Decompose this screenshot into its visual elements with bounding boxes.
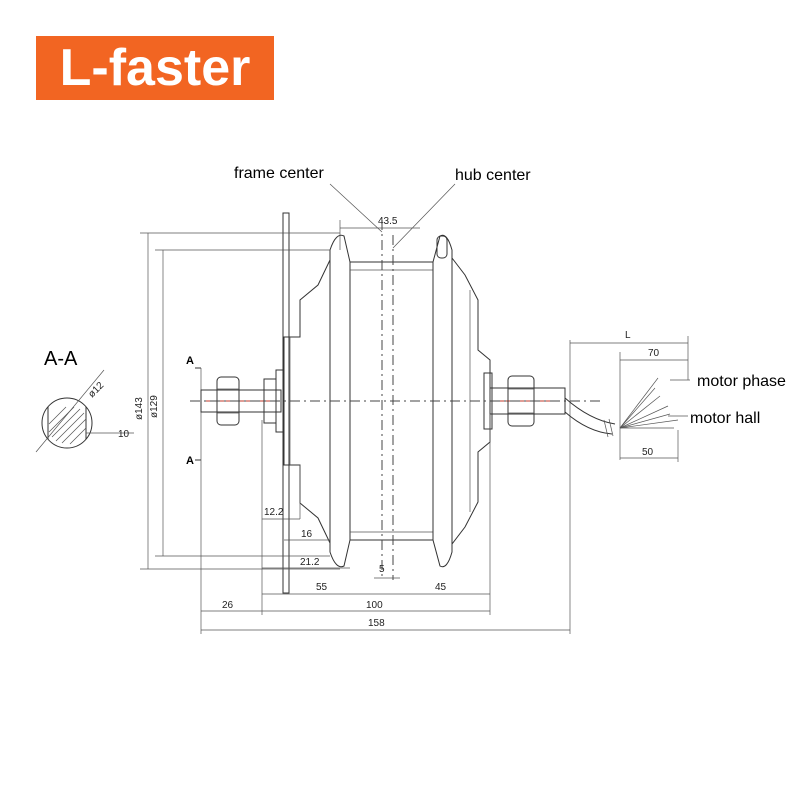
axle-section-circle bbox=[41, 397, 93, 449]
left-axle bbox=[200, 369, 285, 433]
motor-phase-label: motor phase bbox=[697, 373, 786, 390]
section-mark-bottom: A bbox=[186, 455, 194, 467]
dim-12-2-label: 12.2 bbox=[264, 507, 284, 518]
flange-diameter-label: ø143 bbox=[134, 397, 145, 420]
dim-16-label: 16 bbox=[301, 529, 313, 540]
dim-26-label: 26 bbox=[222, 600, 234, 611]
cable-70-label: 70 bbox=[648, 348, 660, 359]
dim-5-label: 5 bbox=[379, 564, 385, 575]
center-offset-label: 43.5 bbox=[378, 216, 398, 227]
motor-hall-label: motor hall bbox=[690, 410, 760, 427]
motor-cable: L 70 50 motor phase motor hall bbox=[564, 330, 786, 462]
dim-158-label: 158 bbox=[368, 618, 385, 629]
diameter-dimensions: ø143 ø129 bbox=[134, 232, 340, 570]
section-mark-top: A bbox=[186, 355, 194, 367]
flat-width-label: 10 bbox=[118, 429, 130, 440]
brand-logo-text: L-faster bbox=[59, 39, 251, 97]
hub-center-label: hub center bbox=[455, 167, 531, 184]
dim-45-label: 45 bbox=[435, 582, 447, 593]
frame-center-label: frame center bbox=[234, 165, 324, 182]
length-dimensions: 12.2 16 21.2 5 55 45 26 100 158 bbox=[200, 340, 571, 634]
axle-diameter-label: ø12 bbox=[86, 380, 106, 400]
motor-body bbox=[190, 220, 600, 580]
frame-dropout bbox=[282, 212, 290, 594]
dim-55-label: 55 bbox=[316, 582, 328, 593]
body-diameter-label: ø129 bbox=[149, 395, 160, 418]
section-title: A-A bbox=[44, 348, 78, 370]
cable-50-label: 50 bbox=[642, 447, 654, 458]
brand-logo: L-faster bbox=[36, 36, 274, 100]
section-view: A-A ø12 10 bbox=[35, 348, 134, 453]
dim-21-2-label: 21.2 bbox=[300, 557, 320, 568]
dim-100-label: 100 bbox=[366, 600, 383, 611]
cable-length-label: L bbox=[625, 330, 631, 341]
